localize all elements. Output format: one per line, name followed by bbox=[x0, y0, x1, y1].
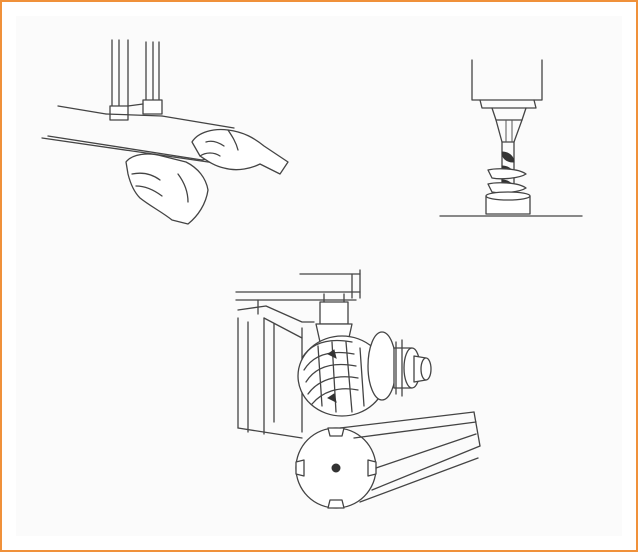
milling-housing bbox=[235, 269, 361, 439]
milling-cutter-head bbox=[297, 331, 397, 417]
drill-workpiece bbox=[439, 191, 583, 217]
milling-illustration bbox=[235, 269, 481, 509]
workpiece-board bbox=[41, 105, 235, 165]
left-hand bbox=[125, 153, 209, 225]
drill-chuck bbox=[471, 59, 543, 143]
drill-illustration bbox=[439, 59, 583, 217]
milling-spindle bbox=[315, 293, 353, 343]
milling-round-workpiece bbox=[295, 427, 377, 509]
hand-feed-illustration bbox=[41, 39, 289, 225]
machine-posts bbox=[109, 39, 163, 121]
milling-rail bbox=[339, 411, 481, 503]
drill-bit bbox=[487, 141, 527, 194]
right-hand bbox=[191, 128, 289, 175]
milling-arbor bbox=[393, 339, 432, 397]
